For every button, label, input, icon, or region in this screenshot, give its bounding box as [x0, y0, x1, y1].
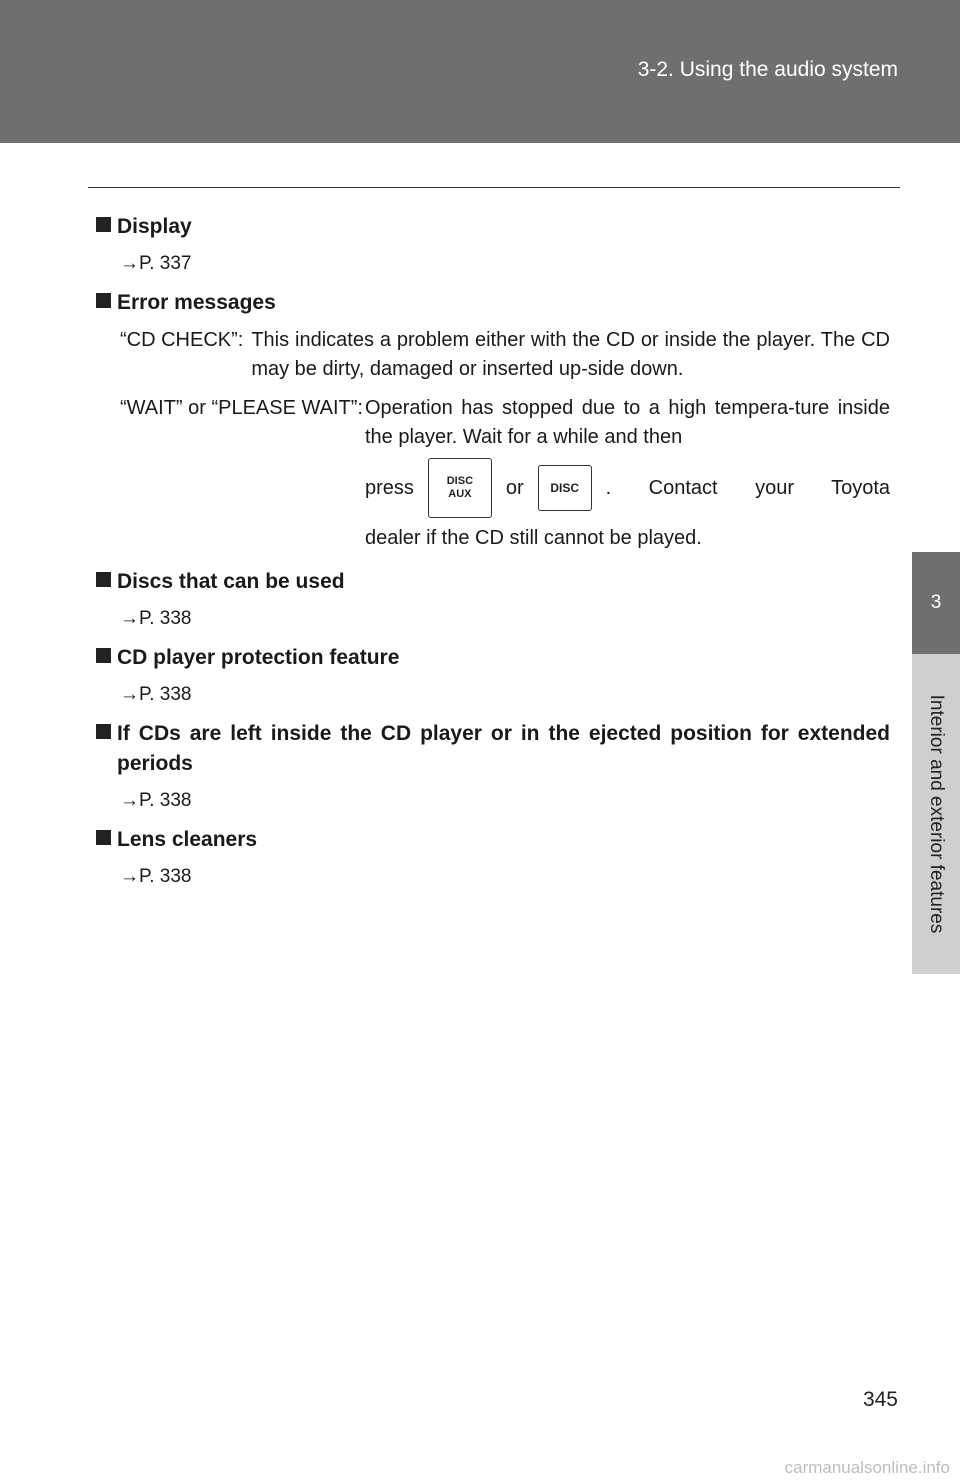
section-heading-discs: Discs that can be used [96, 567, 890, 597]
heading-text: Discs that can be used [117, 570, 345, 593]
page-reference: →P. 338 [120, 684, 192, 705]
disc-label: DISC [550, 480, 579, 495]
heading-text: Display [117, 215, 192, 238]
page-reference: →P. 338 [120, 866, 192, 887]
error-desc-tail: dealer if the CD still cannot be played. [364, 527, 702, 549]
page-header: 3-2. Using the audio system [0, 0, 960, 143]
after-text: . Contact your Toyota [605, 476, 890, 499]
square-bullet-icon [96, 293, 111, 308]
page-number: 345 [862, 1388, 898, 1411]
heading-text: CD player protection feature [117, 646, 400, 669]
error-wait: “WAIT” or “PLEASE WAIT”: Operation has s… [120, 394, 890, 553]
error-label: “CD CHECK”: [120, 329, 244, 351]
square-bullet-icon [96, 572, 111, 587]
page-reference: →P. 338 [120, 608, 192, 629]
header-divider [88, 187, 900, 188]
disc-aux-bottom-label: AUX [448, 488, 472, 500]
page-reference: →P. 337 [120, 253, 192, 274]
disc-aux-button-icon: DISC AUX [427, 458, 492, 518]
disc-button-icon: DISC [537, 465, 592, 511]
heading-text: Lens cleaners [117, 828, 258, 851]
chapter-tab-label: Interior and exterior features [912, 654, 960, 974]
square-bullet-icon [96, 724, 111, 739]
section-heading-left-inside: If CDs are left inside the CD player or … [96, 719, 890, 779]
square-bullet-icon [96, 648, 111, 663]
chapter-tab-number: 3 [912, 552, 960, 654]
chapter-tab-label-text: Interior and exterior features [926, 694, 947, 934]
page-reference: →P. 338 [120, 790, 192, 811]
error-description: Operation has stopped due to a high temp… [365, 394, 890, 553]
section-heading-errors: Error messages [96, 288, 890, 318]
press-button-line: press DISC AUX or DISC . Contact your To… [365, 458, 890, 518]
press-text: press [364, 476, 414, 499]
section-heading-lens: Lens cleaners [96, 825, 890, 855]
square-bullet-icon [96, 830, 111, 845]
watermark: carmanualsonline.info [784, 1458, 950, 1477]
header-title: 3-2. Using the audio system [637, 58, 898, 81]
square-bullet-icon [96, 217, 111, 232]
section-heading-protection: CD player protection feature [96, 643, 890, 673]
page-content: Display →P. 337 Error messages “CD CHECK… [96, 212, 890, 901]
or-text: or [505, 476, 524, 499]
heading-text: If CDs are left inside the CD player or … [117, 722, 890, 775]
section-heading-display: Display [96, 212, 890, 242]
heading-text: Error messages [117, 291, 276, 314]
disc-aux-top-label: DISC [446, 475, 474, 487]
error-description: This indicates a problem either with the… [251, 329, 890, 380]
error-label: “WAIT” or “PLEASE WAIT”: [120, 397, 363, 419]
error-cd-check: “CD CHECK”: This indicates a problem eit… [120, 326, 890, 384]
error-desc-text: Operation has stopped due to a high temp… [364, 397, 890, 448]
